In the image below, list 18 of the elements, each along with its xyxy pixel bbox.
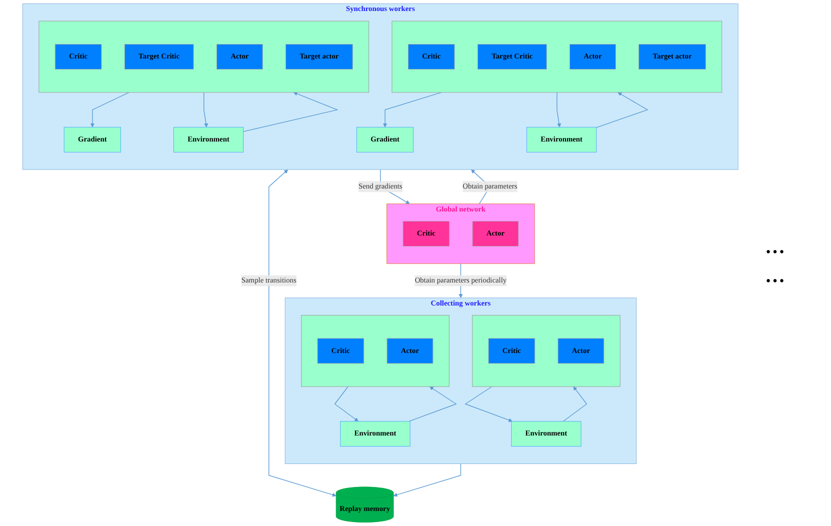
cluster xyxy=(472,315,620,387)
arrow xyxy=(382,92,442,128)
ellipsis-text: … xyxy=(765,265,786,288)
arrow xyxy=(596,92,648,128)
ellipsis-text: … xyxy=(765,236,786,259)
arrow xyxy=(562,386,587,422)
arrow xyxy=(203,92,208,128)
cluster xyxy=(300,315,449,387)
cluster xyxy=(391,20,722,93)
arrow xyxy=(408,386,456,422)
arrow xyxy=(242,92,338,132)
arrow xyxy=(556,92,561,128)
arrow xyxy=(392,463,461,497)
arrow xyxy=(90,92,129,128)
arrow xyxy=(464,386,512,422)
arrow xyxy=(268,170,336,497)
cluster xyxy=(38,20,369,93)
arrow xyxy=(334,386,358,422)
